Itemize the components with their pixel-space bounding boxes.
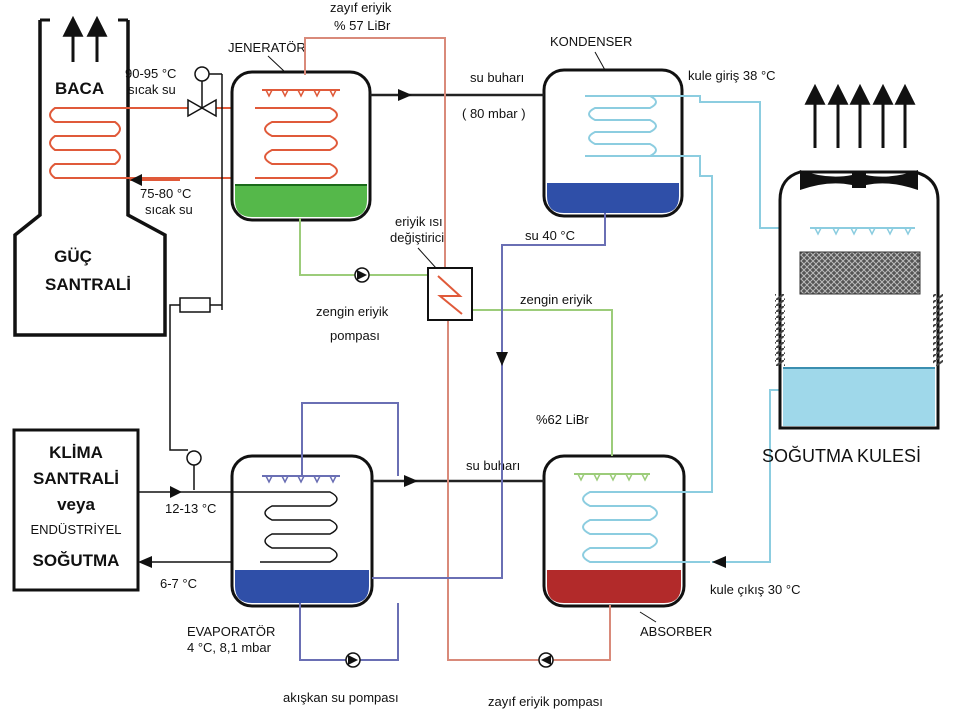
rich-pump-label-1: zengin eriyik bbox=[316, 304, 389, 319]
air-handling-unit: KLİMA SANTRALİ veya ENDÜSTRİYEL SOĞUTMA bbox=[12, 428, 140, 592]
rich-pump-label-2: pompası bbox=[330, 328, 380, 343]
cooling-tower-label: SOĞUTMA KULESİ bbox=[762, 445, 921, 466]
guc-santrali-label-2: SANTRALİ bbox=[45, 275, 131, 294]
chilled-in-label: 12-13 °C bbox=[165, 501, 216, 516]
absorber: ABSORBER bbox=[542, 454, 712, 639]
generator-label: JENERATÖR bbox=[228, 40, 306, 55]
absorber-label: ABSORBER bbox=[640, 624, 712, 639]
klima-label-5: SOĞUTMA bbox=[33, 551, 120, 570]
weak-pump-label: zayıf eriyik pompası bbox=[488, 694, 603, 709]
condenser: KONDENSER bbox=[542, 34, 684, 218]
power-plant: BACA GÜÇ SANTRALİ bbox=[13, 15, 180, 337]
water-40-label: su 40 °C bbox=[525, 228, 575, 243]
vapor-top-label: su buharı bbox=[470, 70, 524, 85]
valve-actuator bbox=[194, 66, 210, 82]
evaporator-sensor bbox=[186, 450, 202, 466]
weak-solution-label-1: zayıf eriyik bbox=[330, 0, 392, 15]
hot-in-temp-label: 90-95 °C bbox=[125, 66, 176, 81]
vapor-lines: su buharı ( 80 mbar ) su buharı bbox=[370, 70, 544, 487]
chimney-heat-coil bbox=[49, 107, 180, 179]
evaporator-cond-label: 4 °C, 8,1 mbar bbox=[187, 640, 272, 655]
cooling-tower: SOĞUTMA KULESİ bbox=[762, 83, 943, 466]
control-line bbox=[169, 297, 222, 490]
evaporator-label: EVAPORATÖR bbox=[187, 624, 275, 639]
refrigerant-line: su 40 °C akışkan su pompası bbox=[283, 213, 606, 705]
tower-louver-left bbox=[775, 294, 785, 366]
tower-louver-right bbox=[933, 294, 943, 366]
hot-out-temp-label: 75-80 °C bbox=[140, 186, 191, 201]
tower-fan bbox=[800, 170, 918, 190]
hot-in-desc-label: sıcak su bbox=[128, 82, 176, 97]
condenser-label: KONDENSER bbox=[550, 34, 632, 49]
hot-out-desc-label: sıcak su bbox=[145, 202, 193, 217]
rich-solution-line: zengin eriyik pompası zengin eriyik %62 … bbox=[299, 218, 613, 456]
chilled-out-label: 6-7 °C bbox=[160, 576, 197, 591]
libr-62-label: %62 LiBr bbox=[536, 412, 589, 427]
hot-water-lines: 90-95 °C sıcak su 75-80 °C sıcak su bbox=[125, 66, 255, 310]
klima-label-2: SANTRALİ bbox=[33, 469, 119, 488]
klima-label-3: veya bbox=[57, 495, 95, 514]
refrigerant-pump-label: akışkan su pompası bbox=[283, 690, 399, 705]
hx-label-1: eriyik ısı bbox=[395, 214, 443, 229]
evaporator: EVAPORATÖR 4 °C, 8,1 mbar bbox=[180, 454, 374, 655]
weak-solution-label-2: % 57 LiBr bbox=[334, 18, 391, 33]
controller-box bbox=[179, 297, 211, 313]
baca-label: BACA bbox=[55, 79, 104, 98]
hot-return-arrow bbox=[130, 174, 142, 186]
rich-solution-label: zengin eriyik bbox=[520, 292, 593, 307]
weak-solution-line: zayıf eriyik % 57 LiBr zayıf eriyik pomp… bbox=[304, 0, 611, 709]
tower-fill-media bbox=[799, 251, 921, 295]
klima-label-4: ENDÜSTRİYEL bbox=[30, 522, 121, 537]
vapor-bottom-label: su buharı bbox=[466, 458, 520, 473]
tower-basin bbox=[783, 368, 935, 426]
tower-out-label: kule çıkış 30 °C bbox=[710, 582, 800, 597]
guc-santrali-label-1: GÜÇ bbox=[54, 247, 92, 266]
klima-label-1: KLİMA bbox=[49, 443, 103, 462]
tower-in-label: kule giriş 38 °C bbox=[688, 68, 776, 83]
generator: JENERATÖR bbox=[228, 40, 372, 222]
chilled-water-lines: 12-13 °C 6-7 °C bbox=[138, 486, 232, 591]
pressure-label: ( 80 mbar ) bbox=[462, 106, 526, 121]
hot-water-valve bbox=[187, 66, 223, 310]
solution-heat-exchanger: eriyik ısı değiştirici bbox=[390, 214, 473, 321]
hx-label-2: değiştirici bbox=[390, 230, 444, 245]
